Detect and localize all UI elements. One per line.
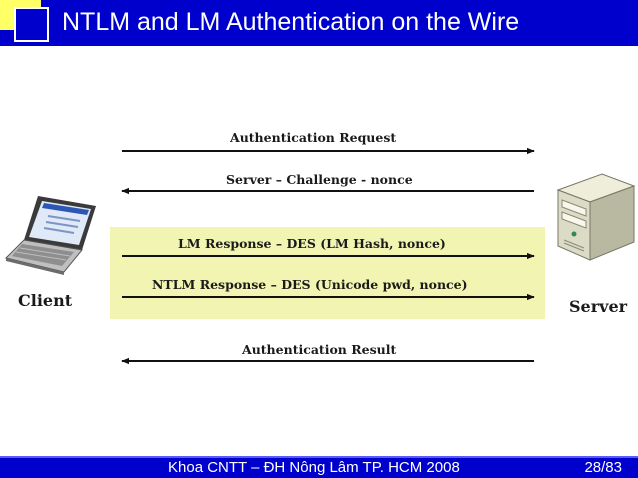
server-icon — [556, 173, 636, 261]
title-decoration-square-blue — [14, 7, 49, 42]
message-label-authentication-result: Authentication Result — [242, 342, 397, 357]
page-number: 28/83 — [584, 459, 622, 476]
slide-title: NTLM and LM Authentication on the Wire — [62, 8, 520, 36]
footer-bar: Khoa CNTT – ĐH Nông Lâm TP. HCM 2008 28/… — [0, 456, 638, 478]
laptop-icon — [5, 196, 96, 275]
server-label: Server — [569, 297, 628, 316]
message-label-lm-response: LM Response – DES (LM Hash, nonce) — [178, 236, 446, 251]
title-bar: NTLM and LM Authentication on the Wire — [0, 0, 638, 46]
footer-divider — [0, 456, 638, 458]
message-label-authentication-request: Authentication Request — [230, 130, 397, 145]
message-label-server-challenge: Server – Challenge - nonce — [226, 172, 413, 187]
client-label: Client — [18, 291, 73, 310]
footer-text: Khoa CNTT – ĐH Nông Lâm TP. HCM 2008 — [168, 459, 460, 476]
response-highlight-box — [110, 227, 545, 319]
message-label-ntlm-response: NTLM Response – DES (Unicode pwd, nonce) — [152, 277, 468, 292]
